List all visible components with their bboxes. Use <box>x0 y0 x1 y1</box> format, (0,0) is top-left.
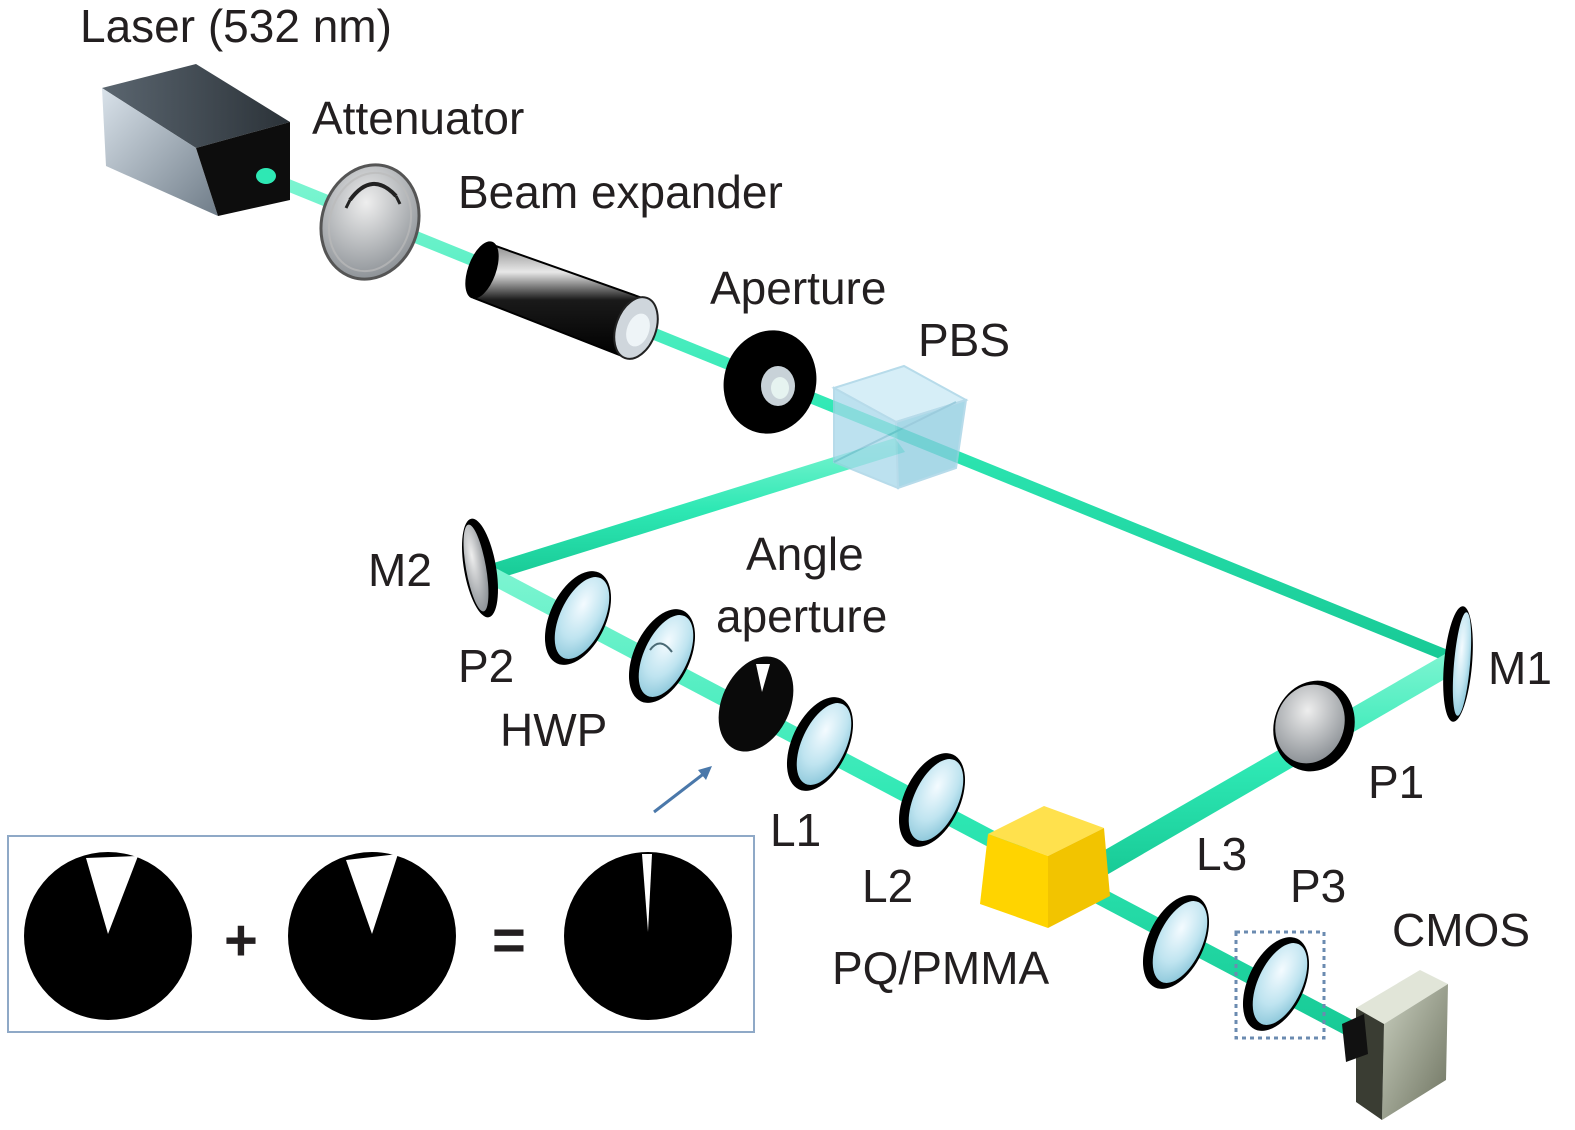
inset-disc-result <box>564 852 732 1020</box>
mirror-m1 <box>1443 606 1473 722</box>
polarizer-p2 <box>544 571 612 665</box>
component-labels: Laser (532 nm) Attenuator Beam expander … <box>80 0 1552 994</box>
angle-aperture-inset: + = <box>7 835 755 1033</box>
laser-output-port <box>256 168 276 184</box>
aperture <box>723 330 817 434</box>
label-beam-expander: Beam expander <box>458 166 783 218</box>
label-angle-aperture-2: aperture <box>716 590 887 642</box>
laser-top-face <box>102 64 290 148</box>
laser-source <box>102 64 290 216</box>
polarizer-p3 <box>1234 930 1326 1040</box>
beam-expander <box>465 241 659 360</box>
laser-output-face <box>196 122 290 216</box>
label-m2: M2 <box>368 544 432 596</box>
label-cmos: CMOS <box>1392 904 1530 956</box>
label-attenuator: Attenuator <box>312 92 524 144</box>
label-l1: L1 <box>770 804 821 856</box>
label-pbs: PBS <box>918 314 1010 366</box>
attenuator <box>319 163 421 281</box>
laser-front-face <box>102 88 218 216</box>
inset-disc-2 <box>288 852 456 1020</box>
inset-equals: = <box>492 908 526 973</box>
label-l2: L2 <box>862 860 913 912</box>
label-laser: Laser (532 nm) <box>80 0 392 52</box>
label-l3: L3 <box>1196 828 1247 880</box>
label-p1: P1 <box>1368 756 1424 808</box>
inset-plus: + <box>224 908 258 973</box>
angle-aperture <box>718 656 794 752</box>
beam-m1-to-sample <box>1084 650 1464 880</box>
pbs-cube <box>831 364 969 490</box>
label-angle-aperture-1: Angle <box>746 528 864 580</box>
beam-pbs-to-m2 <box>484 438 905 580</box>
label-aperture: Aperture <box>710 262 886 314</box>
label-hwp: HWP <box>500 704 607 756</box>
label-p2: P2 <box>458 640 514 692</box>
lens-l1 <box>786 697 854 791</box>
label-m1: M1 <box>1488 642 1552 694</box>
mirror-m2 <box>462 518 498 618</box>
half-wave-plate <box>628 609 696 703</box>
cmos-camera <box>1342 970 1448 1120</box>
lens-l3 <box>1142 895 1210 989</box>
label-pq-pmma: PQ/PMMA <box>832 942 1050 994</box>
lens-l2 <box>898 753 966 847</box>
pointer-arrow <box>653 766 712 814</box>
label-p3: P3 <box>1290 860 1346 912</box>
inset-disc-1 <box>24 852 192 1020</box>
pq-pmma-sample <box>980 806 1110 928</box>
polarizer-p1 <box>1273 680 1355 772</box>
